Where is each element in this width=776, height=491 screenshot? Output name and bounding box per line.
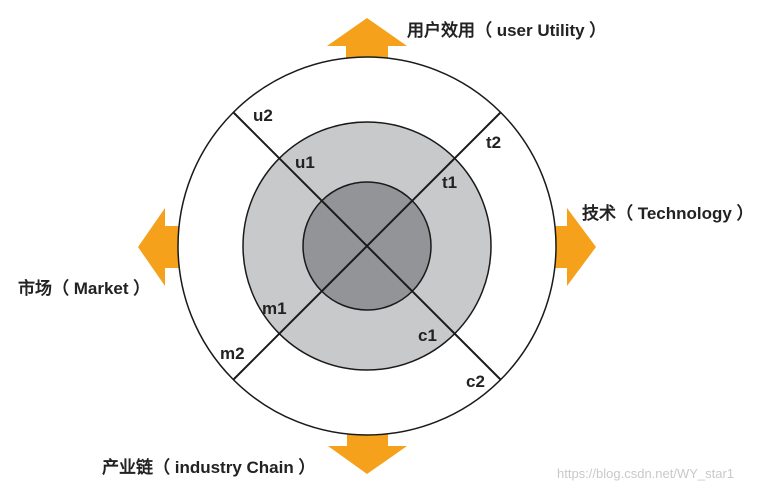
label-u1: u1	[295, 153, 315, 172]
axis-label-user-utility: 用户效用（ user Utility ）	[407, 20, 606, 40]
label-c2: c2	[466, 372, 485, 391]
arrow-left-market-icon	[138, 208, 184, 286]
arrow-down-chain-icon	[328, 430, 407, 474]
watermark: https://blog.csdn.net/WY_star1	[557, 466, 734, 481]
label-m1: m1	[262, 299, 287, 318]
arrow-up-utility-icon	[327, 18, 407, 62]
arrow-right-technology-icon	[550, 208, 596, 286]
label-t1: t1	[442, 173, 457, 192]
label-t2: t2	[486, 133, 501, 152]
axis-label-technology: 技术（ Technology ）	[582, 203, 754, 223]
label-u2: u2	[253, 106, 273, 125]
diagonal-technology-market	[232, 111, 502, 381]
label-m2: m2	[220, 344, 245, 363]
axis-label-market: 市场（ Market ）	[18, 278, 150, 298]
axis-label-industry-chain: 产业链（ industry Chain ）	[102, 457, 315, 477]
label-c1: c1	[418, 326, 437, 345]
